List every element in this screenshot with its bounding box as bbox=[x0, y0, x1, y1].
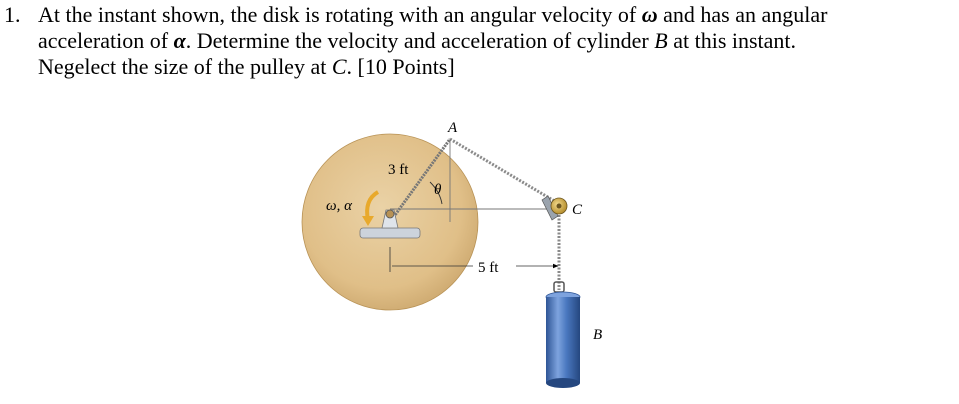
line1-text-b: and has an angular bbox=[657, 2, 828, 27]
line3-text-b: . [10 Points] bbox=[346, 54, 455, 79]
support-base bbox=[359, 227, 421, 239]
rope-a-to-c bbox=[449, 137, 557, 204]
cylinder-b bbox=[546, 297, 580, 383]
line2-text-a: acceleration of bbox=[38, 28, 174, 53]
label-point-a: A bbox=[447, 120, 458, 136]
pulley-axle bbox=[556, 203, 562, 209]
omega-symbol: ω bbox=[641, 2, 658, 27]
label-point-c: C bbox=[572, 202, 583, 218]
disk-pin bbox=[385, 209, 395, 219]
line3-text-a: Negelect the size of the pulley at bbox=[38, 54, 332, 79]
label-radius: 3 ft bbox=[388, 162, 409, 178]
alpha-symbol: α bbox=[173, 28, 186, 53]
cylinder-b-ref: B bbox=[654, 28, 668, 53]
problem-line-2: acceleration of α. Determine the velocit… bbox=[38, 28, 955, 54]
problem-line-3: Negelect the size of the pulley at C. [1… bbox=[38, 54, 455, 80]
cylinder-bottom bbox=[546, 378, 580, 388]
line1-text-a: At the instant shown, the disk is rotati… bbox=[38, 2, 642, 27]
pulley-bracket bbox=[541, 195, 559, 221]
pulley-c-ref: C bbox=[331, 54, 347, 79]
problem-number: 1. bbox=[4, 2, 21, 27]
line2-text-b: . Determine the velocity and acceleratio… bbox=[185, 28, 655, 53]
label-omega-alpha: ω, α bbox=[326, 198, 353, 214]
label-horizontal-distance: 5 ft bbox=[478, 260, 499, 276]
label-cylinder-b: B bbox=[593, 327, 602, 343]
label-theta: θ bbox=[434, 182, 442, 198]
rotation-arrowhead bbox=[362, 216, 374, 226]
mechanism-figure: A C B 3 ft θ ω, α 5 ft bbox=[301, 120, 602, 388]
line2-text-c: at this instant. bbox=[667, 28, 797, 53]
problem-line-1: At the instant shown, the disk is rotati… bbox=[38, 2, 955, 28]
radius-rope-segment bbox=[388, 138, 452, 223]
theta-arc bbox=[429, 181, 443, 205]
